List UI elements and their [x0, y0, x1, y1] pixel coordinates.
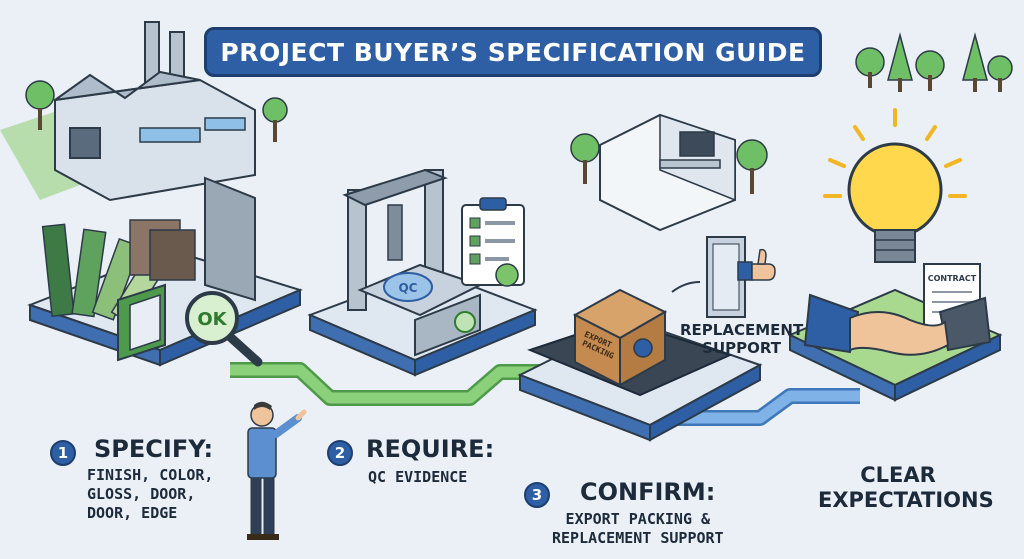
person-pointing-figure — [247, 401, 307, 540]
qc-stamp-badge: QC — [398, 281, 417, 295]
step-3-heading: CONFIRM: — [580, 478, 716, 506]
step-1-line: GLOSS, DOOR, — [87, 485, 196, 503]
replacement-door-illustration — [671, 236, 776, 318]
title-banner: PROJECT BUYER’S SPECIFICATION GUIDE — [204, 27, 822, 77]
step-3-number: 3 — [524, 482, 550, 508]
export-packing-box — [572, 288, 668, 387]
step-3-line: EXPORT PACKING & — [565, 510, 711, 528]
step-1-number: 1 — [50, 440, 76, 466]
step-2-heading: REQUIRE: — [366, 435, 495, 463]
step-2-number: 2 — [327, 440, 353, 466]
office-room-illustration — [570, 113, 768, 232]
clear-expectations-label: CLEAR EXPECTATIONS — [818, 463, 994, 513]
checklist-clipboard-icon — [461, 197, 525, 287]
thumbs-up-icon — [737, 248, 776, 281]
replacement-label-line: SUPPORT — [702, 339, 781, 357]
step-2-line: QC EVIDENCE — [368, 468, 468, 486]
inspection-ok-badge: OK — [197, 309, 227, 330]
lightbulb-icon — [823, 108, 967, 263]
contract-label: CONTRACT — [928, 274, 977, 283]
page-title: PROJECT BUYER’S SPECIFICATION GUIDE — [220, 37, 806, 67]
step-1-heading: SPECIFY: — [94, 435, 214, 463]
platform-specify: OK — [27, 176, 303, 367]
clear-label-line: CLEAR — [860, 463, 936, 487]
step-1-line: DOOR, EDGE — [87, 504, 178, 522]
step-1-details: FINISH, COLOR, GLOSS, DOOR, DOOR, EDGE — [87, 466, 213, 523]
step-2-details: QC EVIDENCE — [368, 468, 467, 487]
step-3-details: EXPORT PACKING & REPLACEMENT SUPPORT — [552, 510, 724, 548]
platform-confirm: EXPORT PACKING — [517, 288, 763, 442]
step-1-line: FINISH, COLOR, — [87, 466, 214, 484]
trees-cluster — [855, 32, 1013, 92]
replacement-label-line: REPLACEMENT — [680, 321, 804, 339]
clear-label-line: EXPECTATIONS — [818, 488, 994, 512]
magnifier-icon — [185, 291, 263, 367]
step-3-line: REPLACEMENT SUPPORT — [552, 529, 724, 547]
factory-illustration — [0, 21, 288, 202]
platform-require: QC — [307, 168, 538, 377]
platform-handshake: CONTRACT — [787, 263, 1003, 402]
handshake-icon — [803, 293, 992, 356]
door-sample — [204, 176, 256, 302]
replacement-support-label: REPLACEMENT SUPPORT — [680, 321, 803, 357]
